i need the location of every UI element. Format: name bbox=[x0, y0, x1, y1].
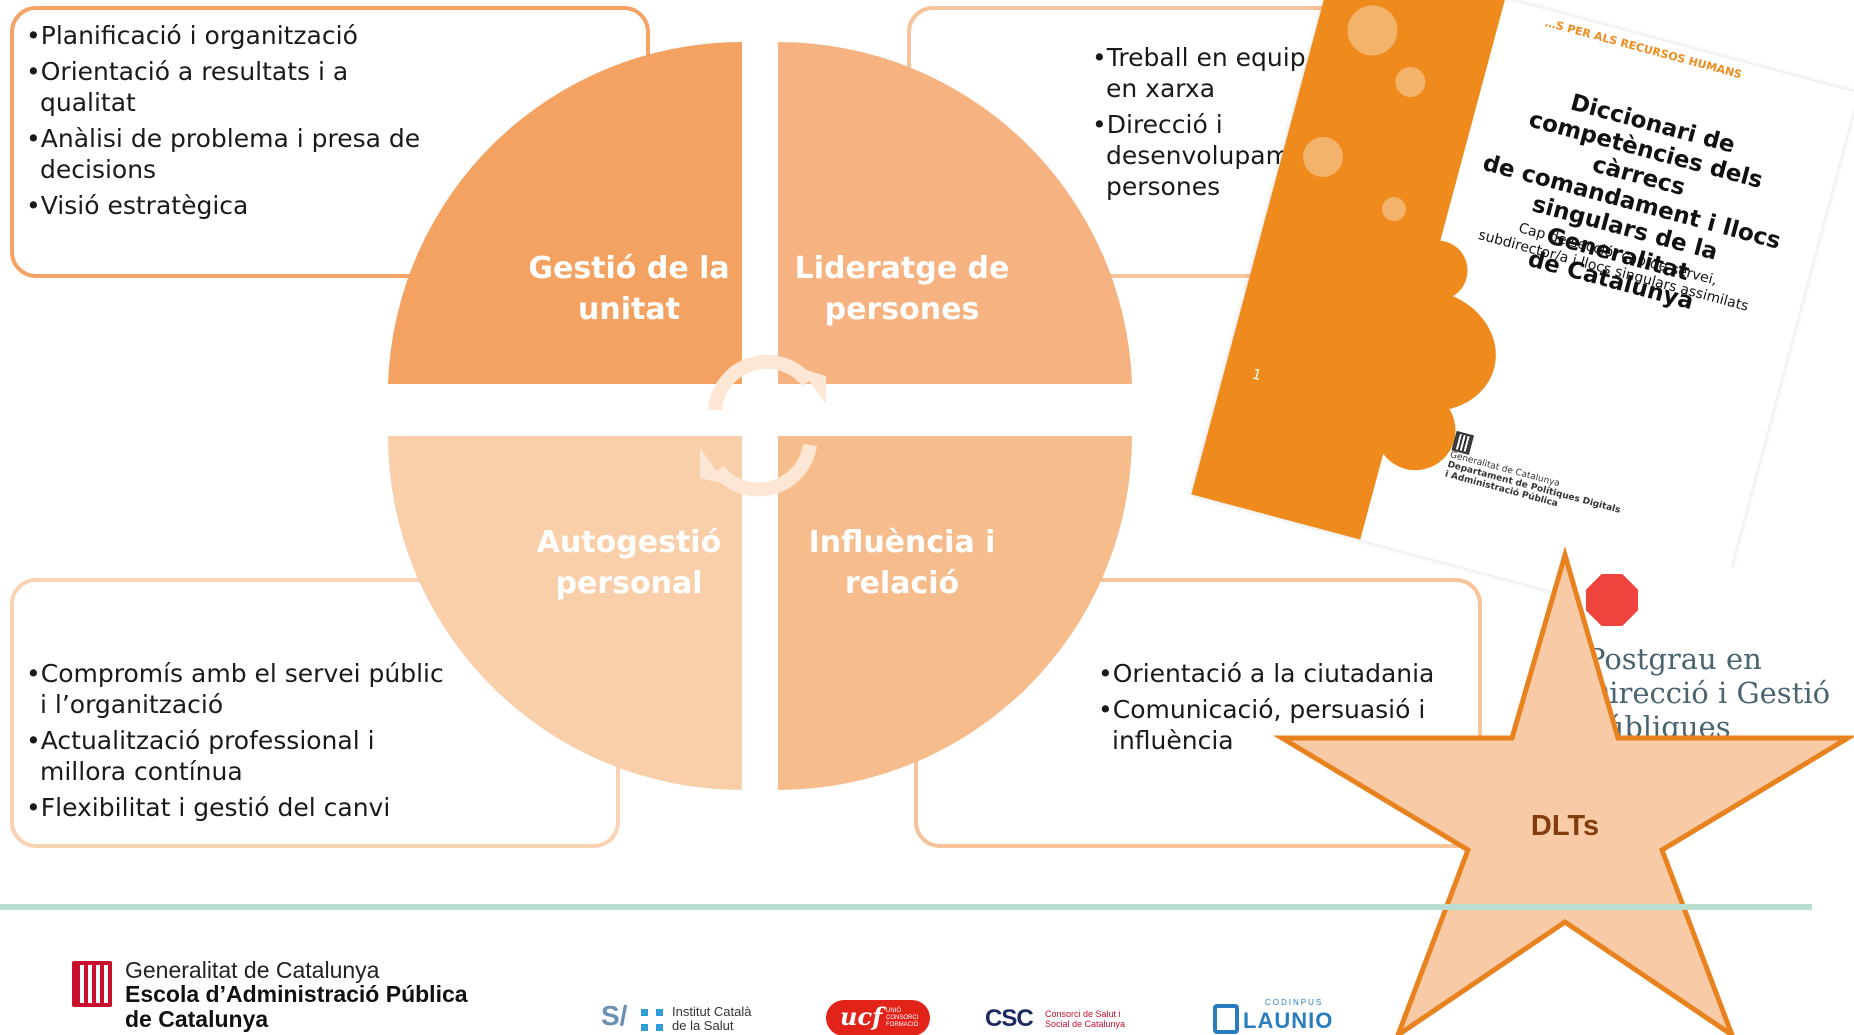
quadrant-bottom-left bbox=[388, 436, 742, 790]
generalitat-flag-icon bbox=[72, 961, 112, 1007]
codi-mark-icon bbox=[1213, 1004, 1239, 1034]
list-item: Visió estratègica bbox=[26, 190, 446, 221]
list-item: Orientació a la ciutadania bbox=[1098, 658, 1448, 689]
ucf-logo: ucf UNIÓ CONSORCI FORMACIÓ bbox=[826, 1000, 930, 1035]
cycle-arrows-icon bbox=[700, 354, 826, 497]
footer-divider bbox=[0, 904, 1812, 910]
list-influencia-relacio: Orientació a la ciutadania Comunicació, … bbox=[1098, 658, 1448, 761]
list-item: Orientació a resultats i a qualitat bbox=[26, 56, 446, 118]
quadrant-top-left bbox=[388, 41, 742, 384]
octagon-icon bbox=[1586, 574, 1638, 626]
list-item: Planificació i organització bbox=[26, 20, 446, 51]
list-item: Comunicació, persuasió i influència bbox=[1098, 694, 1448, 756]
list-item: Compromís amb el servei públic i l’organ… bbox=[26, 658, 446, 720]
list-gestio-unitat: Planificació i organització Orientació a… bbox=[26, 20, 446, 226]
list-item: Actualització professional i millora con… bbox=[26, 725, 446, 787]
cross-icon bbox=[641, 1009, 663, 1031]
quadrant-bottom-right bbox=[778, 436, 1132, 790]
star-shape bbox=[1273, 546, 1854, 1035]
list-item: Anàlisi de problema i presa de decisions bbox=[26, 123, 446, 185]
list-autogestio-personal: Compromís amb el servei públic i l’organ… bbox=[26, 658, 446, 828]
generalitat-text: Generalitat de Catalunya Escola d’Admini… bbox=[125, 957, 468, 1032]
list-item: Flexibilitat i gestió del canvi bbox=[26, 792, 446, 823]
star-label: DLTs bbox=[1530, 810, 1600, 842]
quadrant-top-right bbox=[778, 41, 1132, 384]
